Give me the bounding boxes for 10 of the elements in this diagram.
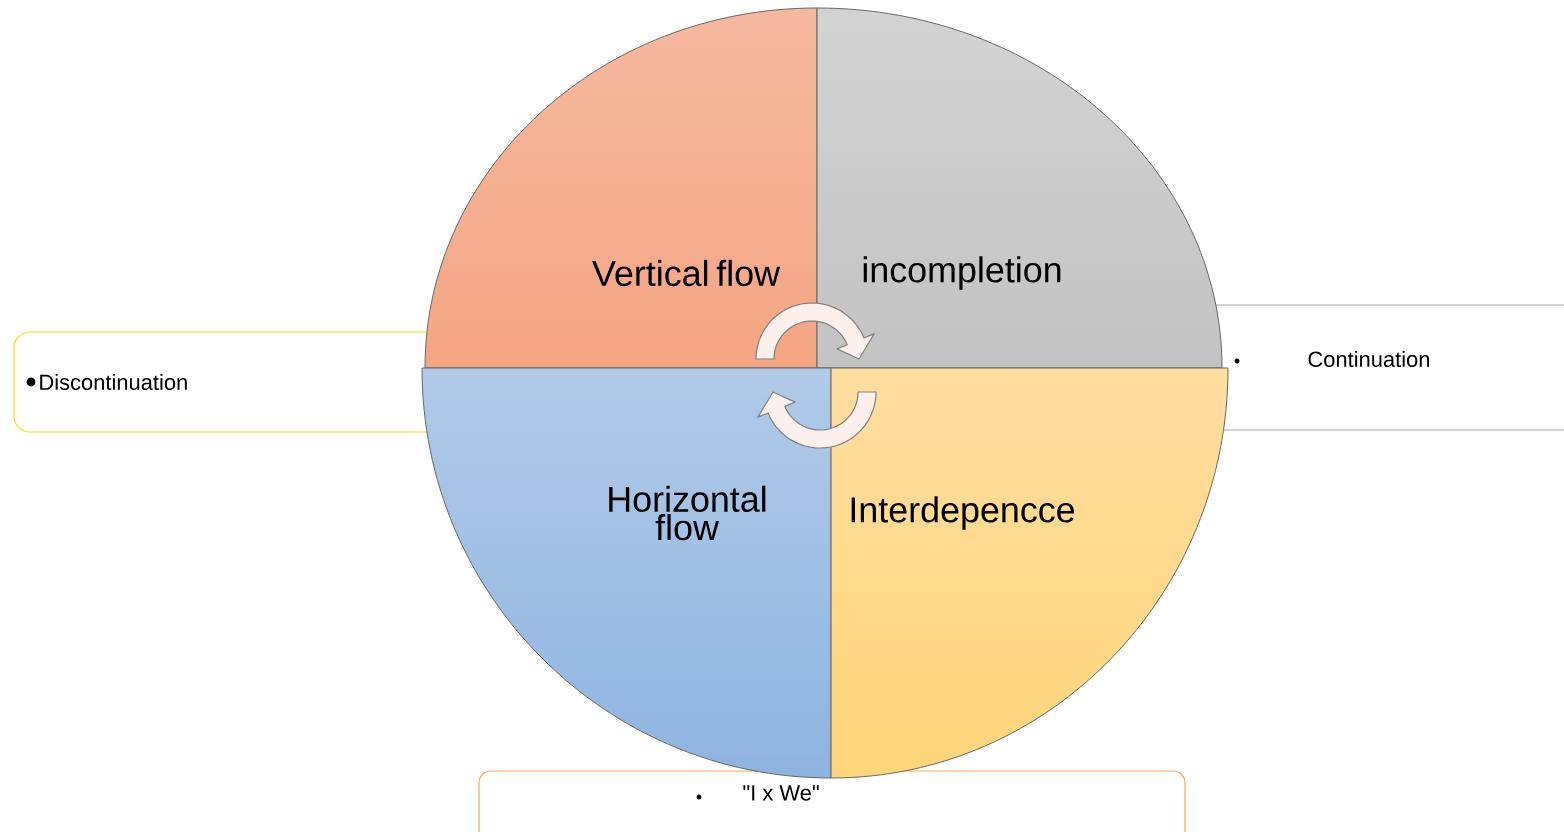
pie-quadrant: incompletion [816,7,1223,369]
cycle-arrow [757,391,877,449]
pie-quadrant: Horizontal flow [421,367,832,779]
cycle-arrow [755,302,875,360]
text-box: Discontinuation [13,331,446,433]
text-box: "I x We" [478,770,1186,832]
text-band: Continuation [1204,304,1564,431]
pie-quadrant: Interdepencce [830,367,1229,779]
node-label: Continuation [1308,350,1430,368]
pie-quadrant: Vertical flow [424,7,818,369]
